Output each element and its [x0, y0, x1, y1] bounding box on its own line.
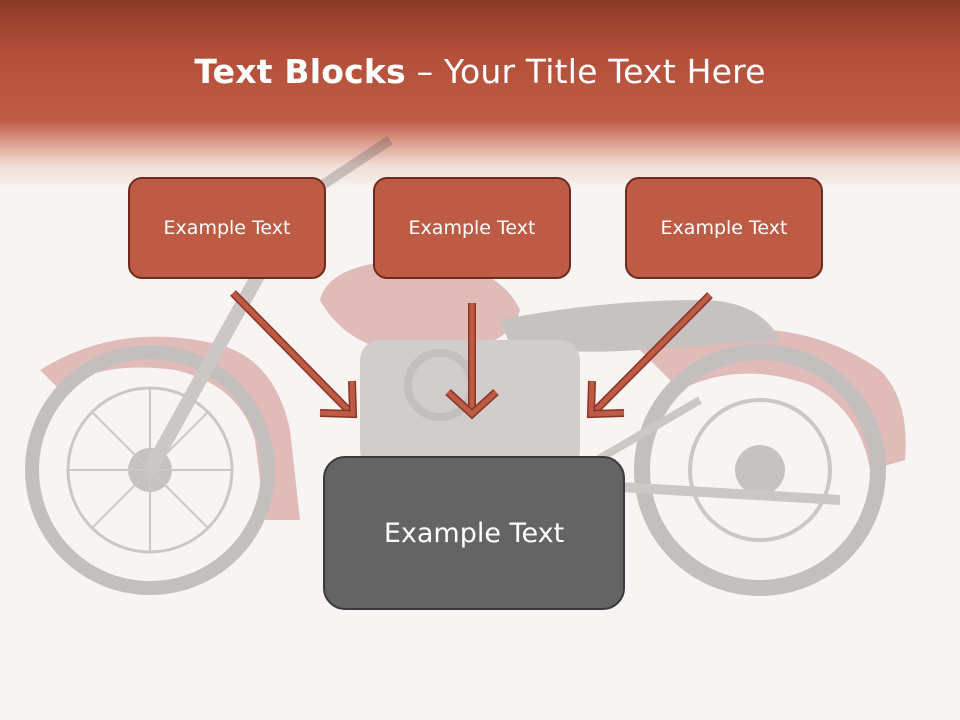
text-block-3-label: Example Text: [660, 217, 788, 239]
main-text-block[interactable]: Example Text: [323, 456, 625, 610]
title-bold: Text Blocks: [194, 52, 406, 91]
main-text-block-label: Example Text: [383, 517, 565, 549]
text-block-1[interactable]: Example Text: [128, 177, 326, 279]
text-block-3[interactable]: Example Text: [625, 177, 823, 279]
page-title: Text Blocks – Your Title Text Here: [0, 52, 960, 91]
text-block-2-label: Example Text: [408, 217, 536, 239]
text-block-1-label: Example Text: [163, 217, 291, 239]
text-block-2[interactable]: Example Text: [373, 177, 571, 279]
title-dash: –: [405, 52, 444, 91]
title-banner: [0, 0, 960, 190]
title-rest: Your Title Text Here: [443, 52, 766, 91]
